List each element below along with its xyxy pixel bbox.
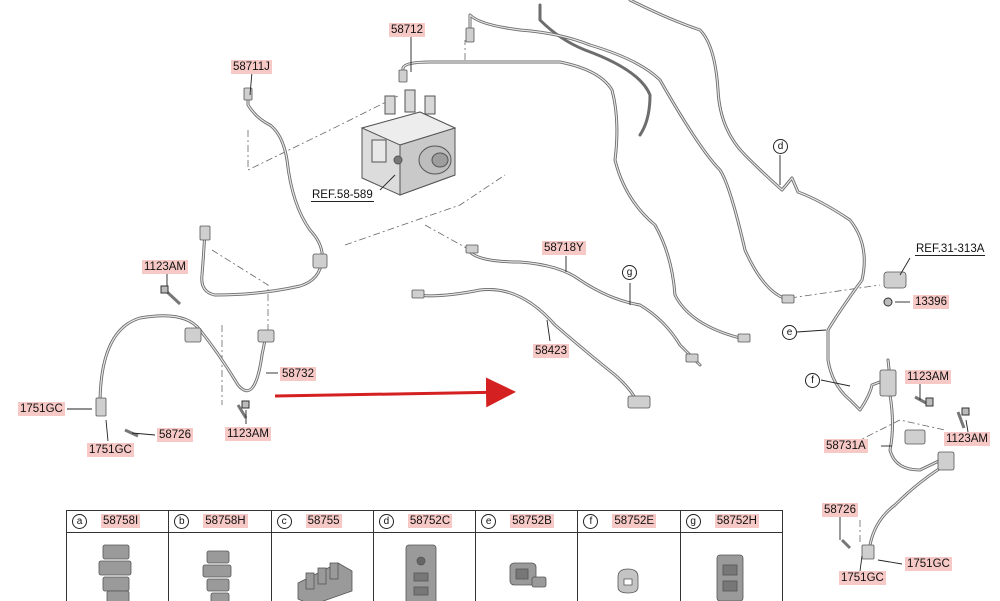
callout-d: d: [773, 139, 788, 154]
clip-icon-c: [297, 562, 352, 601]
clip-cell-a[interactable]: a 58758I: [67, 511, 170, 601]
clip-cell-header: b 58758H: [169, 511, 271, 533]
clip-letter-d: d: [378, 514, 394, 529]
callout-g: g: [622, 265, 637, 280]
tube-58423: [413, 287, 639, 404]
clip-letter-a: a: [72, 514, 87, 529]
clip-image-b: [169, 533, 270, 601]
clip-icon-g: [716, 554, 744, 601]
clip-icon-d: [405, 544, 437, 601]
brake-tubes: [98, 0, 952, 557]
part-label-1751gc-left[interactable]: 1751GC: [18, 402, 65, 416]
clip-letter-c: c: [276, 514, 292, 529]
clip-letter-e: e: [481, 514, 497, 529]
hose-lower-right: [863, 460, 952, 557]
tube-upper-3: [628, 0, 892, 412]
part-label-58712[interactable]: 58712: [389, 23, 425, 37]
part-label-58732[interactable]: 58732: [280, 367, 316, 381]
bolts: [124, 285, 970, 550]
clip-parts-table: a 58758I b 58758H: [66, 510, 783, 601]
ref-label-31-313a[interactable]: REF.31-313A: [915, 242, 986, 256]
guide-lines: [211, 40, 946, 545]
clip-cell-c[interactable]: c 58755: [271, 511, 374, 601]
part-label-1123am-upper-left[interactable]: 1123AM: [142, 260, 188, 274]
callout-e: e: [782, 325, 797, 340]
clip-image-e: [476, 533, 577, 601]
part-label-13396[interactable]: 13396: [913, 295, 949, 309]
clip-icon-a: [98, 544, 132, 601]
clip-part-58752c[interactable]: 58752C: [407, 514, 453, 528]
clip-icon-e: [509, 562, 547, 588]
part-label-1751gc-right[interactable]: 1751GC: [905, 557, 952, 571]
clip-cell-d[interactable]: d 58752C: [373, 511, 477, 601]
abs-hydraulic-unit: [360, 89, 457, 196]
part-label-1123am-right-upper[interactable]: 1123AM: [905, 370, 951, 384]
clip-cell-b[interactable]: b 58758H: [169, 511, 272, 601]
clip-image-a: [67, 533, 168, 601]
tube-58711J: [200, 93, 324, 297]
clip-part-58752e[interactable]: 58752E: [612, 514, 657, 528]
part-label-58726-left[interactable]: 58726: [157, 428, 193, 442]
part-label-1751gc-right-lower[interactable]: 1751GC: [839, 571, 886, 585]
part-label-58731a[interactable]: 58731A: [824, 439, 868, 453]
tube-58718Y: [468, 250, 702, 367]
hose-58732: [98, 314, 267, 407]
tube-upper-2: [538, 3, 652, 137]
clip-letter-g: g: [685, 514, 701, 529]
part-label-1751gc-left-lower[interactable]: 1751GC: [87, 443, 134, 457]
clip-image-c: [272, 533, 373, 601]
part-label-1123am-right-lower[interactable]: 1123AM: [944, 432, 990, 446]
part-label-58711j[interactable]: 58711J: [231, 60, 272, 74]
tube-58712: [401, 60, 742, 340]
clip-image-g: [681, 533, 782, 601]
highlight-arrow: [274, 377, 516, 408]
clip-part-58752h[interactable]: 58752H: [714, 514, 759, 528]
clip-cell-g[interactable]: g 58752H: [680, 511, 782, 601]
clip-cell-header: f 58752E: [578, 511, 680, 533]
clip-part-58758h[interactable]: 58758H: [203, 514, 248, 528]
clip-letter-f: f: [583, 514, 599, 529]
clip-icon-b: [202, 550, 232, 601]
part-label-58718y[interactable]: 58718Y: [542, 241, 586, 255]
tube-upper-1: [468, 13, 792, 302]
clip-icon-f: [618, 568, 639, 594]
part-label-1123am-lower-left[interactable]: 1123AM: [225, 427, 271, 441]
clip-image-f: [578, 533, 679, 601]
clip-cell-header: c 58755: [271, 511, 373, 533]
clip-part-58752b[interactable]: 58752B: [510, 514, 554, 528]
clip-letter-b: b: [174, 514, 190, 529]
tube-fittings: [95, 27, 955, 560]
clip-cell-e[interactable]: e 58752B: [476, 511, 579, 601]
clip-cell-f[interactable]: f 58752E: [578, 511, 681, 601]
clip-part-58758i[interactable]: 58758I: [101, 514, 141, 528]
part-label-58726-right[interactable]: 58726: [822, 503, 858, 517]
clip-image-d: [374, 533, 475, 601]
ref-label-58-589[interactable]: REF.58-589: [311, 188, 374, 202]
clip-cell-header: d 58752C: [373, 511, 476, 533]
leader-lines: [67, 37, 969, 572]
part-label-58423[interactable]: 58423: [533, 344, 569, 358]
clip-part-58755[interactable]: 58755: [305, 514, 342, 528]
clip-cell-header: g 58752H: [680, 511, 782, 533]
clip-cell-header: a 58758I: [67, 511, 169, 533]
clip-cell-header: e 58752B: [476, 511, 578, 533]
callout-f: f: [805, 373, 820, 388]
